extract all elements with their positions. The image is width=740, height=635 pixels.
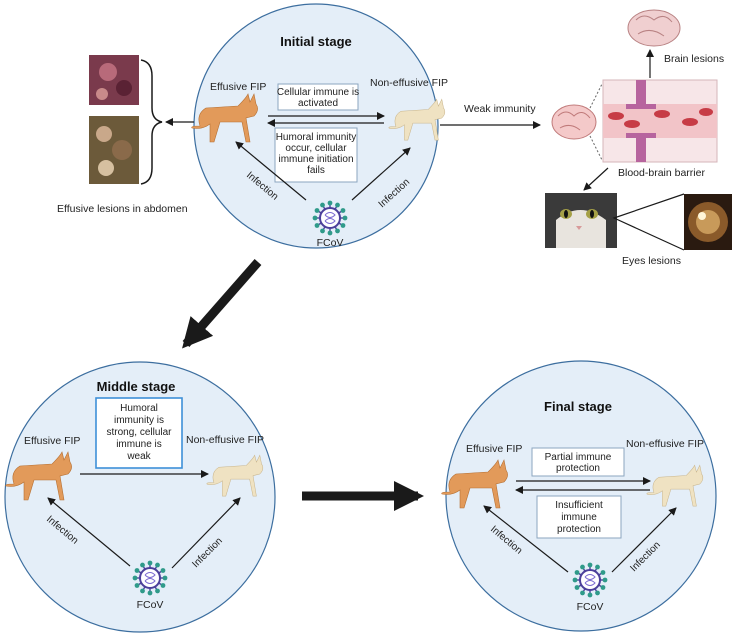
final-stage-title: Final stage (544, 399, 612, 414)
middle-infection-arrow-left (47, 497, 131, 567)
zoom-line-bottom (589, 135, 603, 161)
abdomen-brace (140, 59, 163, 185)
final-infection-arrow-left (483, 505, 569, 573)
initial-infection-arrow-left (235, 141, 307, 201)
middle-stage-panel: Middle stage Humoral immunity is strong,… (4, 361, 276, 633)
initial-box2-line4: fails (307, 165, 325, 176)
final-box1-line2: protection (556, 463, 600, 474)
initial-infection-arrow-right (351, 147, 411, 201)
eyes-lesions-arrow (583, 167, 609, 191)
initial-box1-line1: Cellular immune is (277, 87, 359, 98)
eye-lesion-photo (684, 194, 732, 250)
brain-small-icon (551, 104, 597, 140)
initial-to-middle-arrow (182, 259, 262, 349)
abdomen-caption: Effusive lesions in abdomen (57, 203, 188, 215)
middle-virus-label: FCoV (137, 599, 164, 611)
initial-box2-line1: Humoral immunity (276, 132, 357, 143)
final-effusive-label: Effusive FIP (466, 443, 522, 455)
final-box1-line1: Partial immune (545, 452, 612, 463)
final-box2-line3: protection (557, 524, 601, 535)
middle-box-line1: Humoral (120, 403, 158, 414)
initial-effusive-label: Effusive FIP (210, 81, 266, 93)
eyes-lesions-label: Eyes lesions (622, 255, 681, 267)
final-non-effusive-label: Non-effusive FIP (626, 438, 704, 450)
middle-infection-arrow-right (171, 497, 241, 569)
abdomen-lesions: Effusive lesions in abdomen (57, 55, 194, 215)
zoom-line-top (589, 83, 603, 109)
initial-box-humoral (274, 127, 358, 183)
final-virus-icon (572, 562, 608, 598)
middle-box-line5: weak (126, 451, 151, 462)
middle-box-humoral (95, 397, 183, 469)
weak-immunity-label: Weak immunity (464, 103, 536, 115)
abdomen-photo-top (89, 55, 139, 105)
initial-box2-line3: immune initiation (278, 154, 353, 165)
final-box-insufficient (536, 495, 622, 539)
final-box2-line2: immune (561, 512, 597, 523)
bbb-label: Blood-brain barrier (618, 167, 705, 179)
middle-stage-title: Middle stage (97, 379, 176, 394)
initial-box2-line2: occur, cellular (285, 143, 347, 154)
middle-box-line4: immune is (116, 439, 162, 450)
initial-stage-title: Initial stage (280, 34, 352, 49)
initial-stage-circle (193, 3, 439, 249)
final-virus-label: FCoV (577, 601, 604, 613)
brain-lesions-label: Brain lesions (664, 53, 724, 65)
middle-virus-icon (132, 560, 168, 596)
middle-box-line3: strong, cellular (106, 427, 172, 438)
middle-non-effusive-label: Non-effusive FIP (186, 434, 264, 446)
final-box2-line1: Insufficient (555, 500, 603, 511)
initial-stage-panel: Initial stage Effusive FIP Non-effusive … (191, 3, 448, 249)
final-box-partial (531, 447, 625, 477)
middle-box-line2: immunity is (114, 415, 164, 426)
middle-effusive-label: Effusive FIP (24, 435, 80, 447)
middle-stage-circle (4, 361, 276, 633)
final-infection-arrow-right (611, 507, 677, 573)
initial-non-effusive-label: Non-effusive FIP (370, 77, 448, 89)
weak-immunity-branch: Weak immunity Blood-brain barrier (440, 9, 732, 267)
cat-face-photo (545, 193, 617, 248)
blood-brain-barrier-illustration (602, 79, 718, 163)
initial-virus-label: FCoV (317, 237, 344, 249)
brain-large-icon (627, 9, 681, 47)
initial-box-cellular (277, 83, 359, 111)
eye-zoom-lines (612, 193, 685, 251)
initial-box1-line2: activated (298, 98, 338, 109)
initial-virus-icon (312, 200, 348, 236)
final-stage-panel: Final stage Effusive FIP Non-effusive FI… (441, 360, 717, 632)
